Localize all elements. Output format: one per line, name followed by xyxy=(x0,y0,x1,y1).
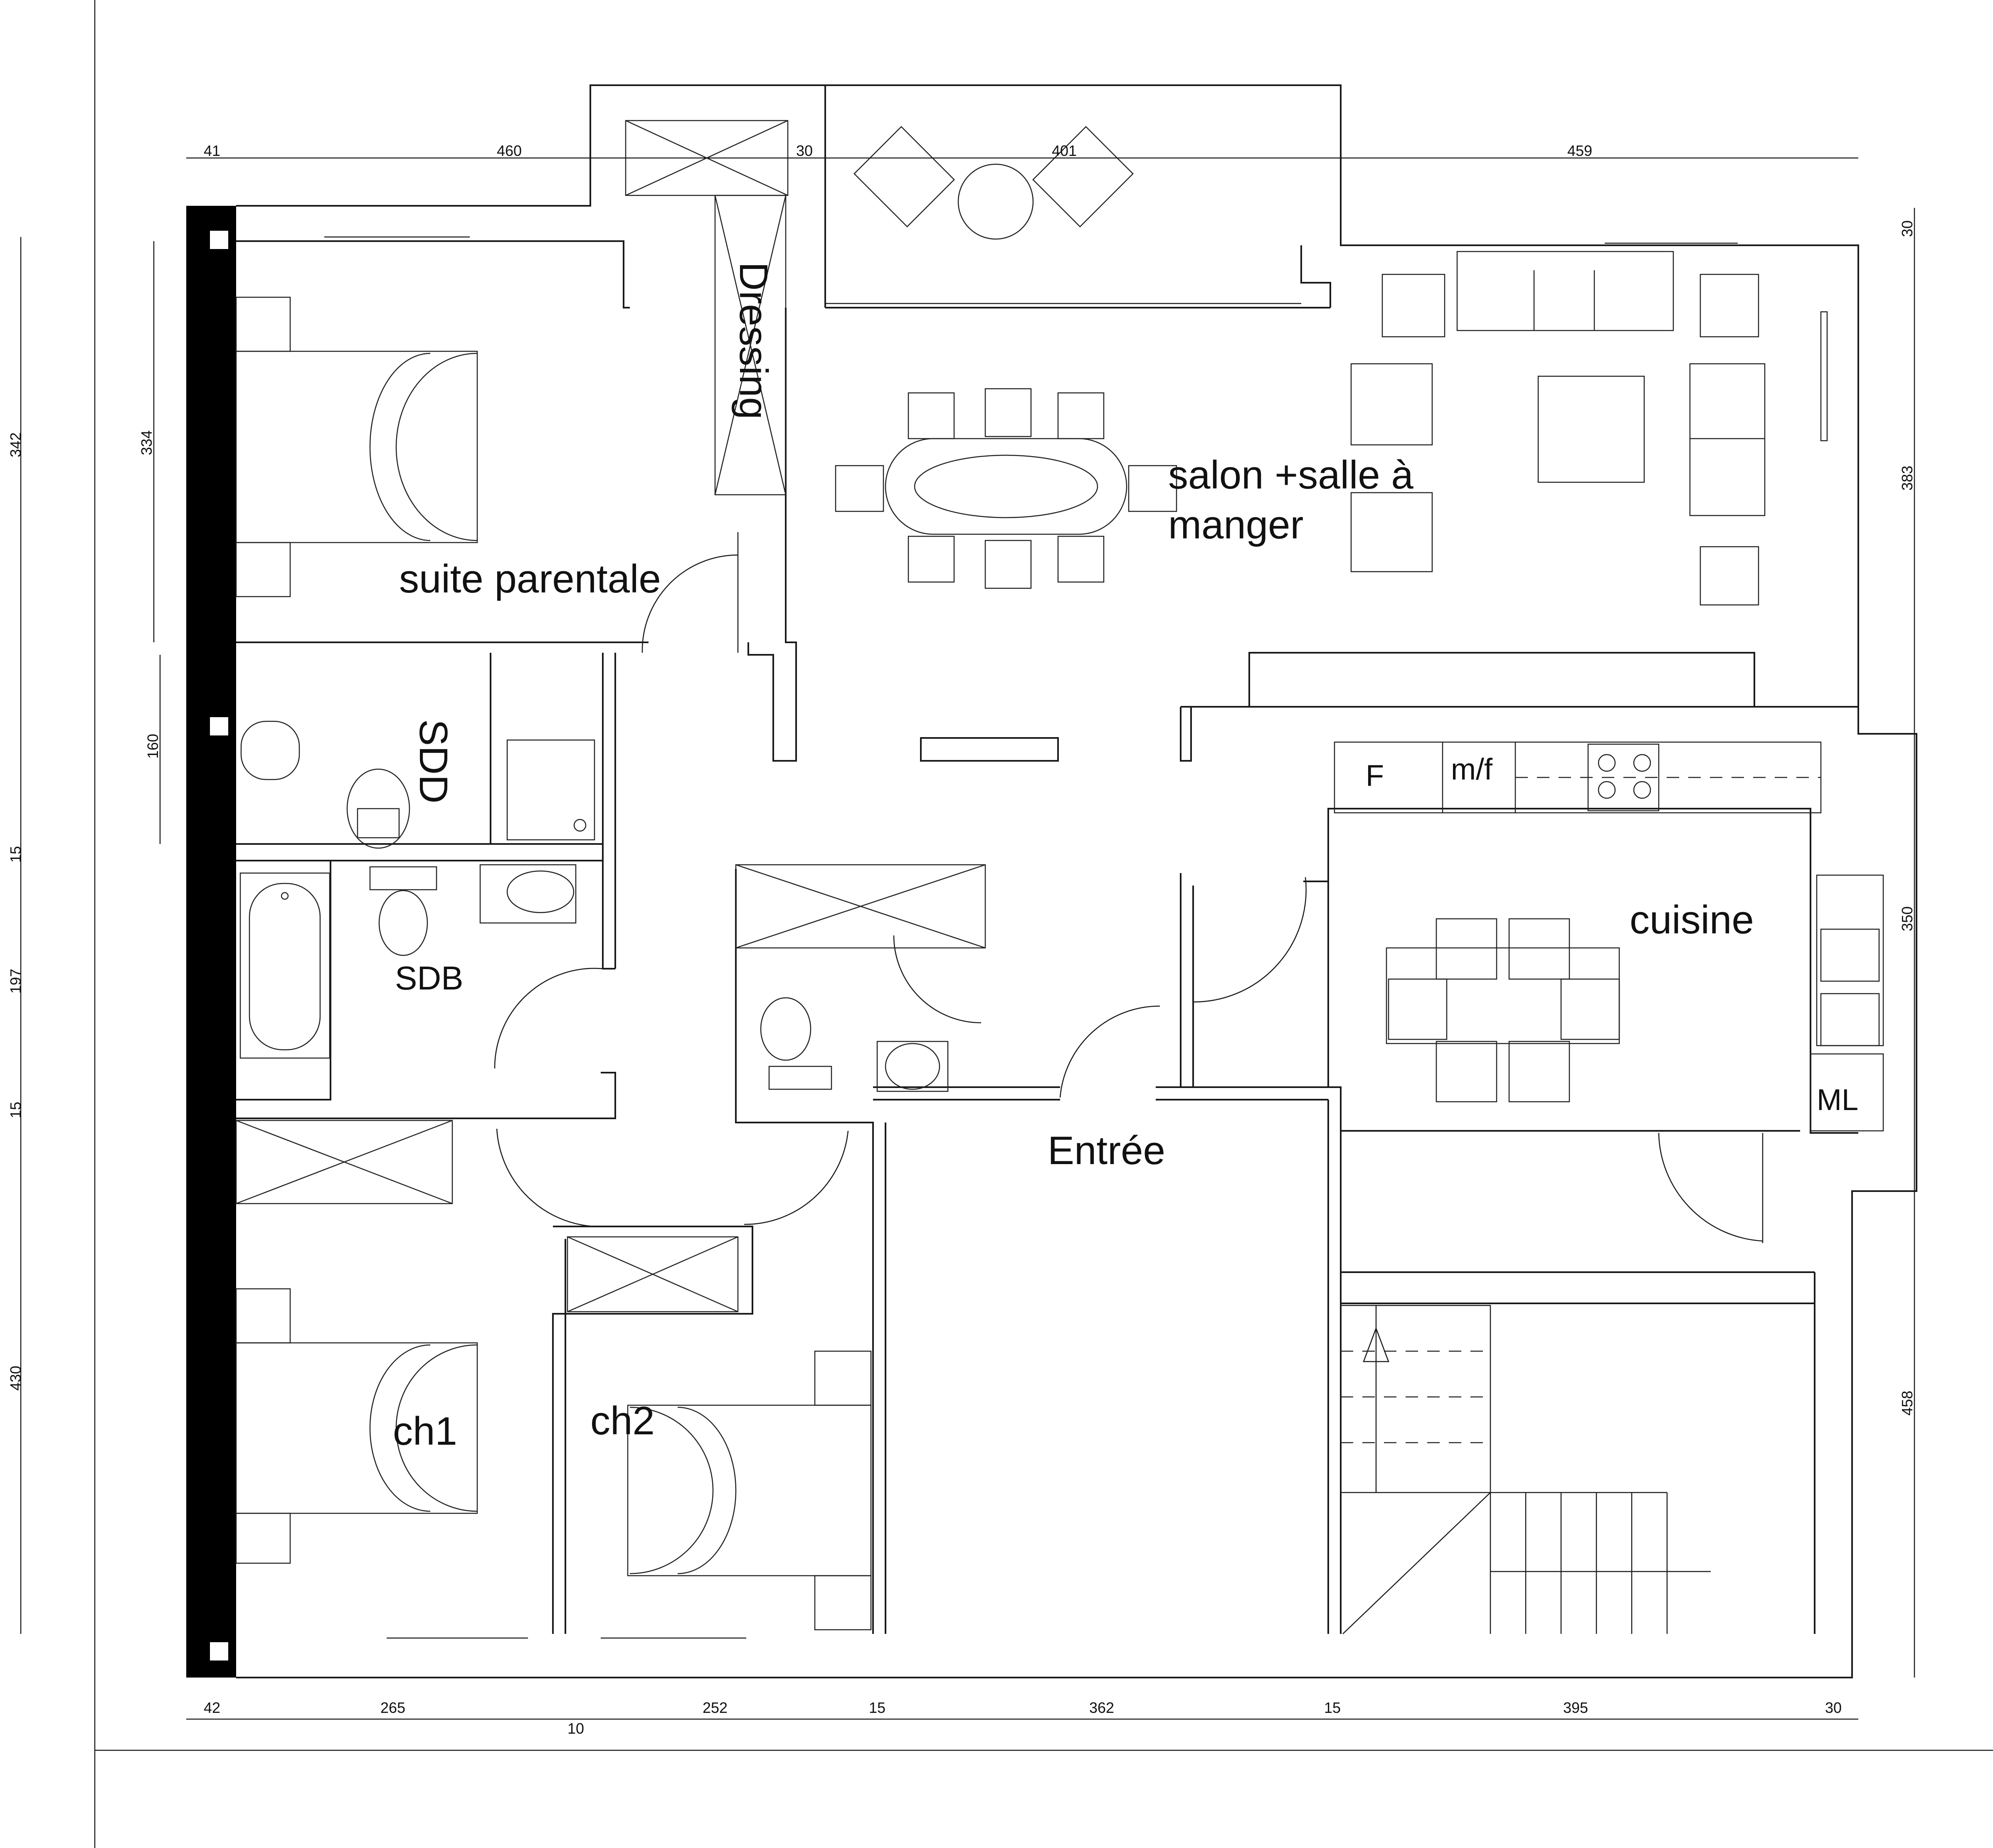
dim-bottom-1: 42 xyxy=(204,1699,220,1716)
dim-bottom-5: 362 xyxy=(1089,1699,1114,1716)
dim-bottom-8: 30 xyxy=(1825,1699,1842,1716)
dim-bottom-7: 395 xyxy=(1563,1699,1588,1716)
dim-left-2: 15 xyxy=(7,846,24,863)
dim-left-1: 342 xyxy=(7,432,24,457)
dim-right-1: 30 xyxy=(1899,220,1916,237)
microwave-label: m/f xyxy=(1451,753,1493,786)
bed-ch1 xyxy=(235,1288,478,1564)
dimension-lines xyxy=(20,157,1915,1720)
dim-bottom-2: 265 xyxy=(380,1699,405,1716)
doors xyxy=(494,532,1764,1243)
room-label-sdb: SDB xyxy=(395,960,464,997)
room-label-entree: Entrée xyxy=(1048,1128,1165,1173)
dim-left-inner-2: 160 xyxy=(144,734,161,759)
living-furniture xyxy=(1350,251,1828,606)
interior-walls xyxy=(236,308,1858,1634)
room-label-dressing: Dressing xyxy=(731,262,776,419)
dining-table xyxy=(835,388,1177,589)
dimension-labels-bottom: 42 265 252 15 362 15 395 30 10 xyxy=(204,1699,1842,1737)
dim-left-4: 15 xyxy=(7,1102,24,1118)
room-label-suite: suite parentale xyxy=(399,557,661,601)
dim-top-2: 460 xyxy=(497,142,522,159)
room-label-ch1: ch1 xyxy=(393,1409,457,1453)
dim-right-3: 350 xyxy=(1899,906,1916,931)
sheet-frame xyxy=(94,0,1993,1848)
dimension-labels-left: 342 15 197 15 430 334 160 xyxy=(7,430,161,1391)
dim-left-3: 197 xyxy=(7,969,24,994)
dim-bottom-sub: 10 xyxy=(567,1720,584,1737)
room-label-sdd: SDD xyxy=(411,719,456,804)
staircase xyxy=(1340,1305,1711,1634)
dim-right-4: 458 xyxy=(1899,1391,1916,1416)
dim-right-2: 383 xyxy=(1899,466,1916,491)
kitchen-furniture xyxy=(1334,741,1884,1132)
bathroom-fixtures xyxy=(239,720,949,1092)
west-wall-black xyxy=(186,206,236,1678)
room-labels: suite parentale Dressing salon +salle à … xyxy=(393,262,1754,1453)
room-label-ch2: ch2 xyxy=(590,1399,655,1443)
dim-top-5: 459 xyxy=(1567,142,1592,159)
room-label-salon-1: salon +salle à xyxy=(1168,453,1413,497)
dim-top-1: 41 xyxy=(204,142,220,159)
dim-top-4: 401 xyxy=(1052,142,1077,159)
terrace-furniture xyxy=(825,126,1301,304)
dim-left-inner-1: 334 xyxy=(138,430,155,455)
dim-top-3: 30 xyxy=(796,142,813,159)
fridge-label: F xyxy=(1366,759,1384,792)
washing-machine-label: ML xyxy=(1817,1083,1858,1117)
exterior-walls xyxy=(186,84,1917,1678)
dim-bottom-6: 15 xyxy=(1324,1699,1341,1716)
bed-suite xyxy=(235,296,478,597)
bed-ch2 xyxy=(627,1350,872,1631)
dim-left-5: 430 xyxy=(7,1366,24,1391)
equipment-labels: F m/f ML xyxy=(1366,753,1858,1117)
dimension-labels-right: 30 383 350 458 xyxy=(1899,220,1916,1416)
room-label-cuisine: cuisine xyxy=(1630,898,1754,942)
room-label-salon-2: manger xyxy=(1168,503,1304,547)
dim-bottom-4: 15 xyxy=(869,1699,886,1716)
dimension-labels-top: 41 460 30 401 459 xyxy=(204,142,1592,159)
dim-bottom-3: 252 xyxy=(703,1699,728,1716)
